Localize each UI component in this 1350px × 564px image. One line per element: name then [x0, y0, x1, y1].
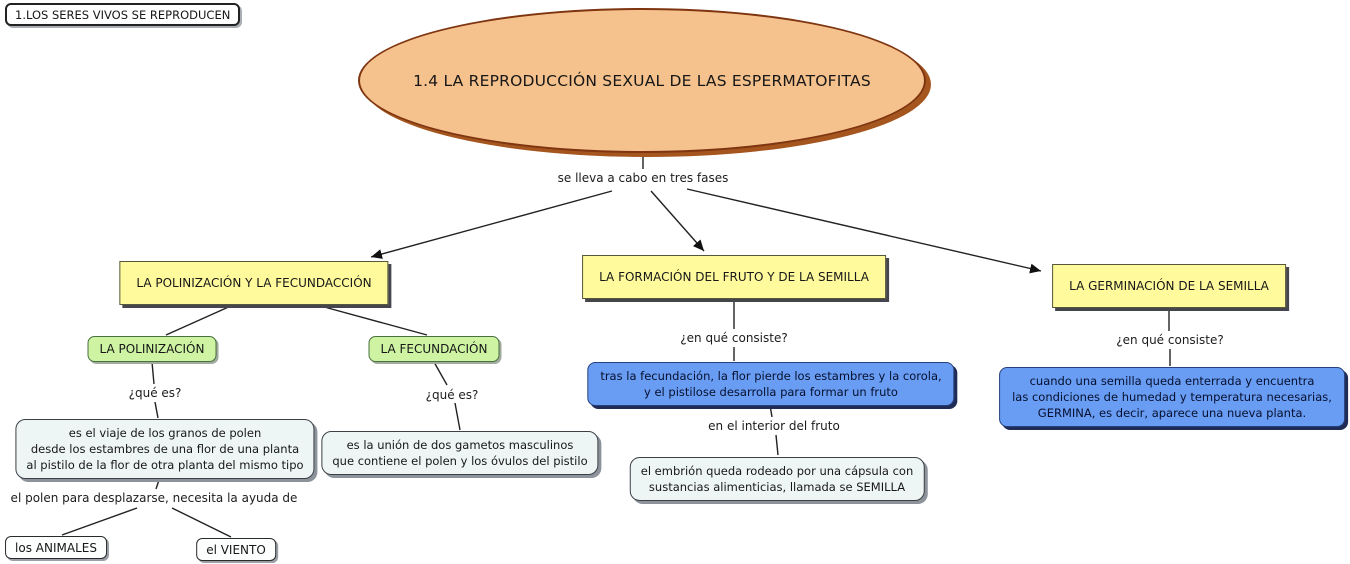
connector-line [769, 404, 773, 418]
connector-arrow [650, 190, 705, 252]
connector-line [454, 402, 461, 431]
text-line: el embrión queda rodeado por una cápsula… [640, 464, 914, 478]
connector-line [154, 401, 159, 419]
node-main-topic[interactable]: 1.4 LA REPRODUCCIÓN SEXUAL DE LAS ESPERM… [358, 8, 926, 153]
connector-line [151, 361, 155, 385]
node-la-fecundacion[interactable]: LA FECUNDACIÓN [368, 336, 500, 362]
node-fecundacion-definition[interactable]: es la unión de dos gametos masculinos qu… [321, 431, 599, 475]
connector-line [165, 304, 234, 336]
connector-line [61, 507, 138, 536]
connector-line [775, 434, 779, 456]
link-interior-fruto: en el interior del fruto [708, 419, 840, 433]
text-line: al pistilo de la flor de otra planta del… [26, 458, 304, 472]
node-seres-vivos[interactable]: 1.LOS SERES VIVOS SE REPRODUCEN [5, 3, 241, 26]
node-el-viento[interactable]: el VIENTO [196, 538, 276, 561]
text-line: cuando una semilla queda enterrada y enc… [1029, 374, 1315, 388]
connector-line [433, 361, 448, 386]
text-line: tras la fecundación, la flor pierde los … [600, 369, 942, 383]
node-germinacion-definition[interactable]: cuando una semilla queda enterrada y enc… [999, 367, 1345, 427]
text-line: y el pistilose desarrolla para formar un… [644, 385, 898, 399]
link-three-phases: se lleva a cabo en tres fases [557, 171, 729, 185]
node-polinizacion-definition[interactable]: es el viaje de los granos de polen desde… [15, 419, 315, 479]
text-line: sustancias alimenticias, llamada se SEMI… [648, 480, 906, 494]
node-formacion-fruto-semilla[interactable]: LA FORMACIÓN DEL FRUTO Y DE LA SEMILLA [582, 255, 886, 299]
text-line: es la unión de dos gametos masculinos [346, 438, 574, 452]
text-line: desde los estambres de una flor de una p… [30, 442, 300, 456]
node-la-polinizacion[interactable]: LA POLINIZACIÓN [87, 336, 217, 362]
text-line: es el viaje de los granos de polen [68, 426, 262, 440]
connector-line [316, 304, 428, 336]
link-que-es-fecundacion: ¿qué es? [425, 388, 479, 402]
connector-arrow [370, 190, 613, 259]
link-que-es-polinizacion: ¿qué es? [128, 386, 182, 400]
text-line: que contiene el polen y los óvulos del p… [332, 454, 588, 468]
connector-line [171, 507, 232, 538]
node-fruto-definition[interactable]: tras la fecundación, la flor pierde los … [587, 362, 955, 406]
text-line: GERMINA, es decir, aparece una nueva pla… [1037, 406, 1307, 420]
text-line: las condiciones de humedad y temperatura… [1012, 390, 1332, 404]
node-polinizacion-fecundacion[interactable]: LA POLINIZACIÓN Y LA FECUNDACCIÓN [119, 261, 389, 305]
link-polen-ayuda: el polen para desplazarse, necesita la a… [10, 491, 298, 505]
link-en-que-consiste-fruto: ¿en qué consiste? [680, 331, 788, 345]
connector-line [155, 479, 160, 490]
node-los-animales[interactable]: los ANIMALES [5, 536, 107, 559]
node-germinacion-semilla[interactable]: LA GERMINACIÓN DE LA SEMILLA [1052, 264, 1286, 308]
link-en-que-consiste-germinacion: ¿en qué consiste? [1116, 333, 1224, 347]
node-semilla-definition[interactable]: el embrión queda rodeado por una cápsula… [629, 457, 925, 501]
